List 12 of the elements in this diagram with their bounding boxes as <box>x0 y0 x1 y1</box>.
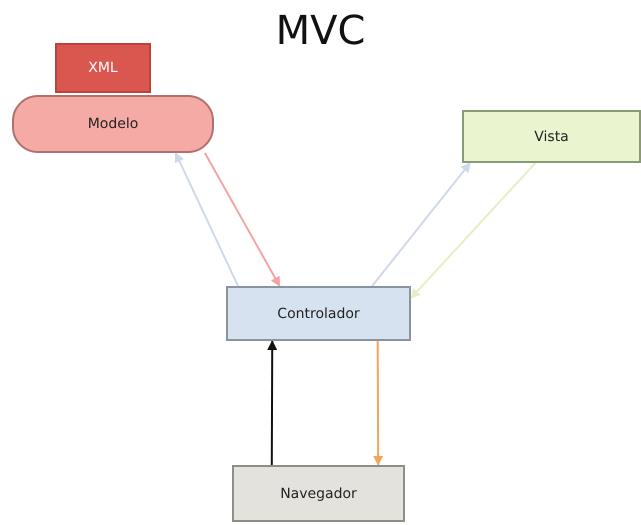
data-box: XML <box>55 43 151 93</box>
arrow <box>204 152 281 287</box>
arrow <box>371 162 471 287</box>
diagram-title: MVC <box>274 8 366 54</box>
arrow <box>174 152 239 286</box>
controller-box: Controlador <box>226 286 411 341</box>
arrow <box>267 340 278 465</box>
browser-box: Navegador <box>232 465 405 522</box>
arrow <box>410 162 536 299</box>
arrow <box>373 341 384 466</box>
model-box: Modelo <box>12 95 214 153</box>
view-box: Vista <box>462 110 641 163</box>
